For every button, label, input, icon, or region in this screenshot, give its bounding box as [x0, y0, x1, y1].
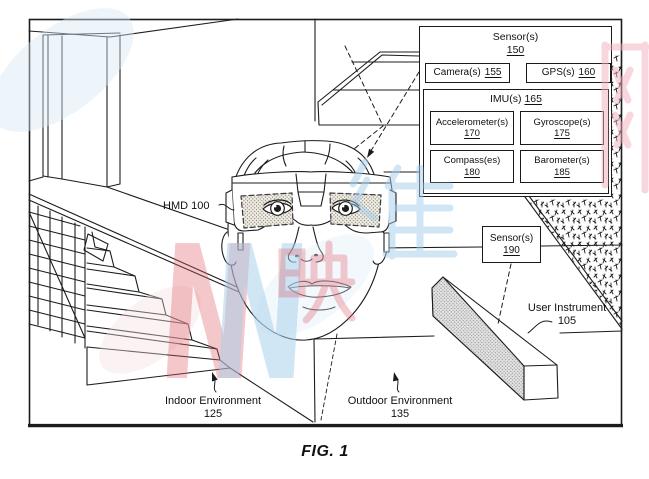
- outdoor-label-text: Outdoor Environment: [347, 395, 453, 407]
- sensor-150-num: 150: [506, 44, 525, 56]
- hmd-label: HMD 100: [163, 200, 209, 213]
- imu-label: IMU(s): [490, 93, 522, 105]
- sensor-190-num: 190: [503, 244, 520, 256]
- leader-arrowhead: [367, 148, 375, 158]
- user-instrument-text: User Instrument: [527, 302, 607, 314]
- barometer-label: Barometer(s): [534, 155, 590, 167]
- figure-caption-text: FIG. 1: [301, 443, 349, 460]
- outdoor-environment-label: Outdoor Environment 135: [340, 395, 460, 421]
- sensor-block-150: Sensor(s) 150 Camera(s) 155 GPS(s) 160 I…: [419, 26, 612, 197]
- compass-box: Compass(es) 180: [430, 150, 514, 183]
- outdoor-label-num: 135: [390, 408, 410, 420]
- indoor-arrowhead: [212, 372, 218, 382]
- barometer-box: Barometer(s) 185: [520, 150, 604, 183]
- barometer-num: 185: [554, 166, 570, 178]
- gps-num: 160: [578, 67, 596, 78]
- gps-box: GPS(s) 160: [526, 63, 611, 83]
- accelerometer-num: 170: [464, 128, 480, 139]
- hmd-label-text: HMD 100: [163, 200, 210, 212]
- user-instrument-num: 105: [557, 315, 577, 327]
- indoor-label-text: Indoor Environment: [165, 395, 261, 407]
- indoor-environment-label: Indoor Environment 125: [153, 395, 273, 421]
- accelerometer-box: Accelerometer(s) 170: [430, 111, 514, 145]
- outdoor-arrowhead: [393, 372, 399, 382]
- figure-caption: FIG. 1: [29, 443, 621, 461]
- sensor-190-label: Sensor(s): [489, 232, 534, 244]
- gyroscope-label: Gyroscope(s): [533, 116, 591, 128]
- accelerometer-label: Accelerometer(s): [435, 116, 509, 128]
- imu-box: IMU(s) 165 Accelerometer(s) 170 Gyroscop…: [423, 89, 609, 194]
- camera-label: Camera(s): [433, 67, 481, 78]
- indoor-doorway: [28, 18, 239, 230]
- leader-dashed-lines: [310, 45, 512, 325]
- sensor-150-label: Sensor(s): [492, 31, 539, 43]
- gps-label: GPS(s): [541, 67, 575, 78]
- vegetation-slope: [524, 55, 623, 330]
- compass-num: 180: [464, 166, 480, 178]
- gyroscope-box: Gyroscope(s) 175: [520, 111, 604, 145]
- camera-num: 155: [484, 67, 502, 78]
- imu-title: IMU(s) 165: [424, 93, 608, 106]
- indoor-label-num: 125: [203, 408, 223, 420]
- camera-box: Camera(s) 155: [425, 63, 510, 83]
- staircase: [28, 193, 314, 423]
- gyroscope-num: 175: [554, 128, 570, 139]
- compass-label: Compass(es): [443, 155, 501, 167]
- sensor-150-title: Sensor(s) 150: [420, 31, 611, 57]
- imu-num: 165: [524, 93, 542, 105]
- user-instrument-beam: [431, 276, 559, 401]
- user-instrument-label: User Instrument 105: [512, 302, 622, 328]
- sensor-box-190: Sensor(s) 190: [482, 226, 541, 263]
